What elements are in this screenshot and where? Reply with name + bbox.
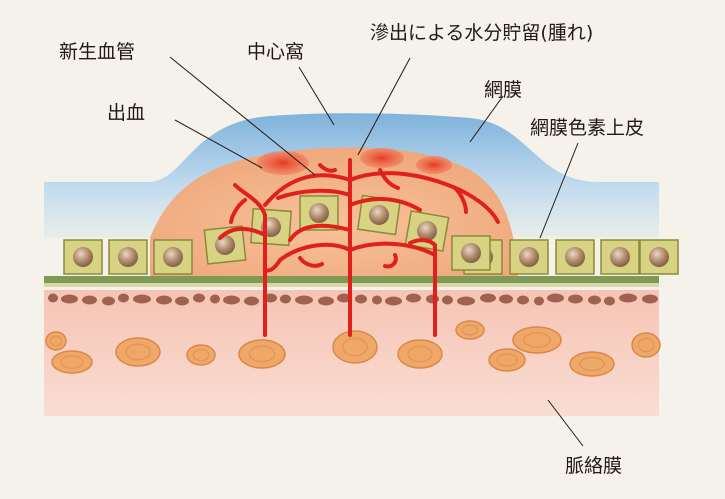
label-rpe: 網膜色素上皮 <box>530 117 645 139</box>
pigment-granule <box>82 295 97 305</box>
pigment-granule <box>499 294 513 304</box>
pigment-granule <box>264 293 277 303</box>
choroid-cell <box>512 326 562 354</box>
pigment-granule <box>295 295 313 305</box>
pigment-granule <box>385 296 402 306</box>
pigment-granule <box>48 293 58 303</box>
pigment-granule <box>588 295 601 305</box>
choroid-cell <box>115 337 161 367</box>
rpe-cell <box>451 235 491 271</box>
neovascular-vessels <box>218 158 500 337</box>
label-neovascular: 新生血管 <box>59 41 136 63</box>
pigment-granule <box>534 296 544 306</box>
pigment-granule <box>457 296 475 306</box>
pigment-granule <box>517 295 529 305</box>
rpe-cell <box>153 239 193 275</box>
pigment-granule <box>426 294 439 304</box>
pigment-granule <box>642 294 658 304</box>
choroid-cell <box>455 320 485 340</box>
choroid-cell <box>186 344 216 366</box>
leader-lines <box>169 56 584 447</box>
pigment-granule <box>604 296 615 306</box>
pigment-granule <box>372 295 382 305</box>
pigment-granule <box>118 293 129 303</box>
label-fovea: 中心窩 <box>247 41 305 63</box>
hemorrhage-spots <box>257 148 452 175</box>
rpe-cell <box>509 239 549 275</box>
choroid-cell <box>332 330 378 364</box>
rpe-cell <box>250 207 292 247</box>
rpe-cell-layer <box>63 194 679 275</box>
rpe-cell <box>63 239 103 275</box>
pigment-granule <box>568 294 583 304</box>
pigment-granule <box>318 296 334 306</box>
pigment-granule <box>175 296 189 306</box>
pigment-granule <box>480 293 496 303</box>
pigment-granules <box>48 293 658 306</box>
choroid-cell <box>569 351 615 377</box>
choroid-cell <box>488 348 526 372</box>
pigment-granule <box>223 295 240 305</box>
choroid-cell <box>631 332 661 358</box>
label-retina: 網膜 <box>484 79 523 101</box>
rpe-cell <box>203 225 247 265</box>
pigment-granule <box>355 294 367 304</box>
pigment-granule <box>133 294 151 304</box>
pigment-granule <box>244 296 259 306</box>
pigment-granule <box>619 293 637 303</box>
pigment-granule <box>102 296 115 306</box>
choroid-cell <box>51 350 93 374</box>
rpe-cell <box>108 239 148 275</box>
pigment-granule <box>210 294 220 304</box>
rpe-cell <box>555 239 595 275</box>
pigment-granule <box>406 293 421 303</box>
pigment-granule <box>442 295 453 305</box>
pigment-granule <box>61 294 78 304</box>
rpe-cell <box>639 239 679 275</box>
rpe-cell <box>600 239 640 275</box>
pigment-granule <box>337 293 351 303</box>
label-hemorrhage: 出血 <box>107 102 146 124</box>
choroid-cell <box>397 339 443 369</box>
pigment-granule <box>280 294 291 304</box>
pigment-granule <box>156 295 172 305</box>
choroid-cell <box>45 331 67 351</box>
choroid-cells <box>45 320 661 377</box>
pigment-granule <box>193 293 205 303</box>
pigment-granule <box>547 293 564 303</box>
label-choroid: 脈絡膜 <box>565 455 623 477</box>
label-exudate: 滲出による水分貯留(腫れ) <box>370 22 594 44</box>
choroid-cell <box>238 339 286 369</box>
